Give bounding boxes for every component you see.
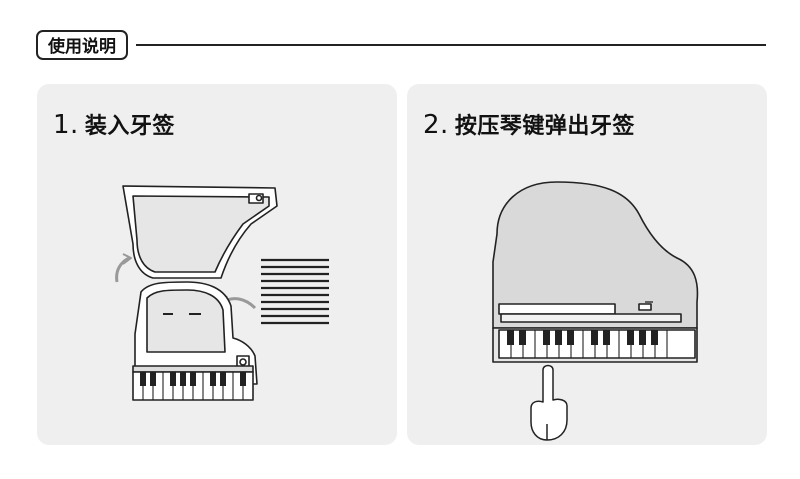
step-2-illustration [492, 181, 699, 441]
step-1-title: 装入牙签 [84, 114, 175, 139]
section-divider [136, 44, 766, 46]
step-1-heading: 1.装入牙签 [53, 108, 175, 140]
pointing-hand-icon [530, 364, 568, 441]
piano-lid-icon [122, 185, 278, 279]
step-2-card: 2.按压琴键弹出牙签 [407, 84, 767, 445]
step-1-card: 1.装入牙签 [37, 84, 397, 445]
piano-icon [492, 181, 699, 363]
section-title: 使用说明 [36, 30, 128, 60]
step-2-heading: 2.按压琴键弹出牙签 [423, 108, 635, 140]
step-2-title: 按压琴键弹出牙签 [454, 114, 635, 139]
piano-body-icon [132, 281, 258, 401]
toothpicks-icon [261, 258, 329, 325]
step-1-illustration [115, 185, 329, 401]
step-2-number: 2. [423, 110, 449, 140]
step-1-number: 1. [53, 110, 79, 140]
lift-arrow-icon [115, 256, 130, 283]
section-header: 使用说明 [36, 30, 766, 62]
